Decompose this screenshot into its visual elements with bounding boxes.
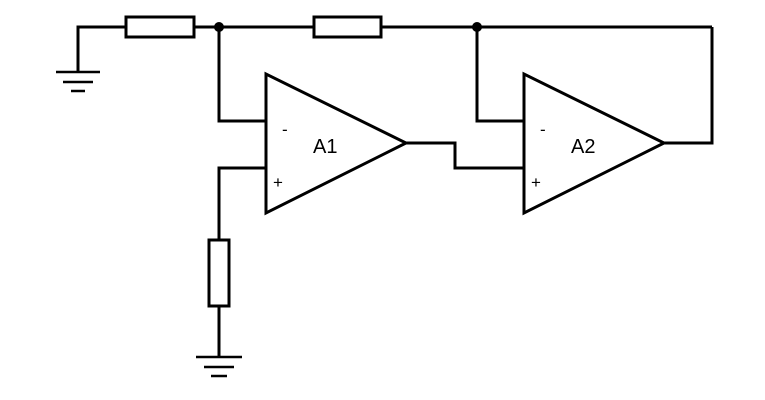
opamp-a1-label: A1 bbox=[313, 136, 337, 158]
ground-symbol-bottom bbox=[196, 355, 242, 378]
a1-inverting-wire bbox=[217, 27, 266, 123]
opamp-a1: - + A1 bbox=[264, 71, 410, 216]
ground-symbol-left bbox=[56, 70, 100, 93]
opamp-a2-inverting-sign: - bbox=[540, 120, 546, 139]
resistor-r3 bbox=[207, 238, 231, 308]
top-rail-wires bbox=[76, 25, 712, 72]
opamp-a1-noninverting-sign: + bbox=[273, 173, 283, 192]
resistor-r2 bbox=[312, 15, 383, 39]
resistor-r1 bbox=[124, 15, 196, 39]
a2-feedback-wire bbox=[664, 27, 714, 145]
a2-inverting-wire bbox=[475, 27, 524, 123]
a1-output-wire bbox=[406, 141, 524, 170]
opamp-a2-label: A2 bbox=[571, 136, 595, 158]
a1-noninverting-wire bbox=[217, 166, 266, 240]
opamp-a2-noninverting-sign: + bbox=[531, 173, 541, 192]
opamp-a1-inverting-sign: - bbox=[282, 120, 288, 139]
opamp-a2: - + A2 bbox=[522, 71, 668, 216]
